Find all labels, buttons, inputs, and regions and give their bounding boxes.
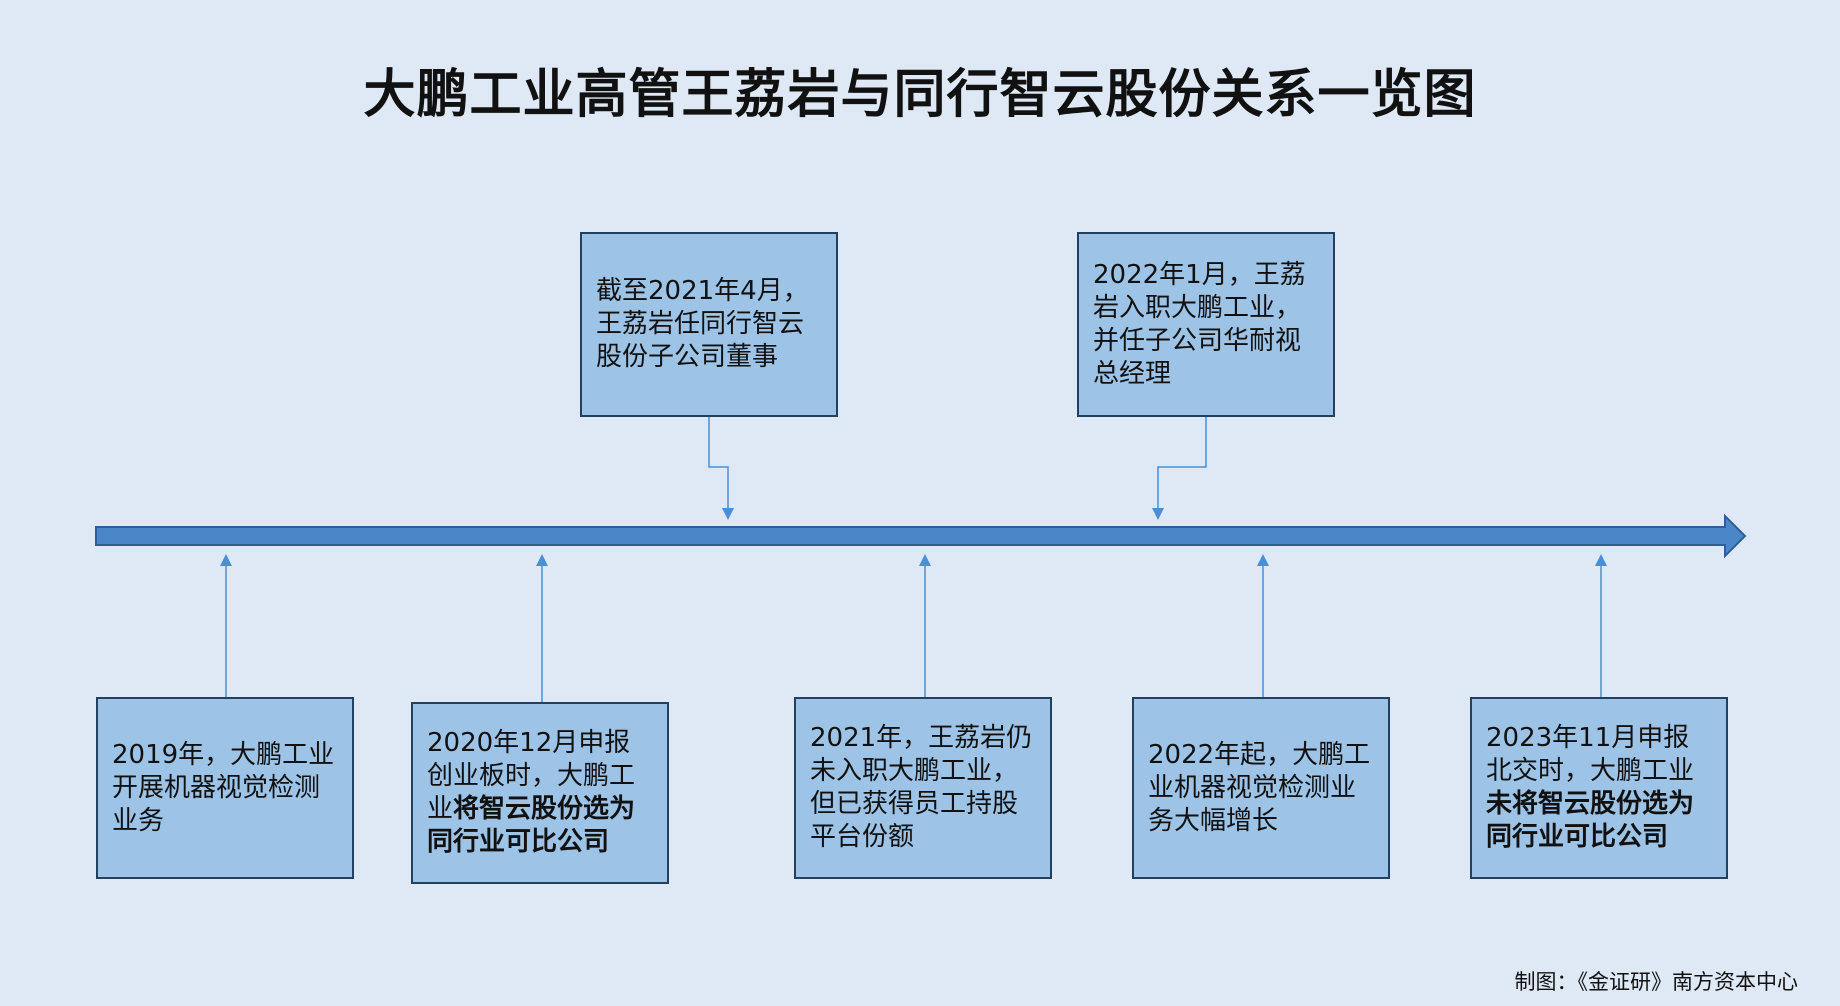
connector-top-2 [1152, 417, 1207, 520]
connector-top-1 [708, 417, 734, 520]
source-credit: 制图：《金证研》南方资本中心 [1514, 970, 1799, 994]
event-box-bottom-4: 2022年起，大鹏工业机器视觉检测业务大幅增长 [1132, 697, 1390, 879]
event-box-bottom-1: 2019年，大鹏工业开展机器视觉检测业务 [96, 697, 354, 879]
event-text-bold: 未将智云股份选为同行业可比公司 [1486, 789, 1695, 852]
event-box-bottom-2: 2020年12月申报创业板时，大鹏工业将智云股份选为同行业可比公司 [411, 702, 669, 884]
event-text-bold: 将智云股份选为同行业可比公司 [427, 794, 636, 857]
event-text: 2022年起，大鹏工业机器视觉检测业务大幅增长 [1148, 739, 1371, 836]
event-text: 2022年1月，王荔岩入职大鹏工业，并任子公司华耐视总经理 [1093, 259, 1306, 389]
page-title: 大鹏工业高管王荔岩与同行智云股份关系一览图 [363, 65, 1477, 125]
event-text: 2021年，王荔岩仍未入职大鹏工业，但已获得员工持股平台份额 [810, 723, 1033, 852]
event-text: 2023年11月申报北交时，大鹏工业 [1486, 723, 1695, 786]
event-box-bottom-3: 2021年，王荔岩仍未入职大鹏工业，但已获得员工持股平台份额 [794, 697, 1052, 879]
timeline-arrow [95, 513, 1747, 559]
event-text: 2019年，大鹏工业开展机器视觉检测业务 [112, 739, 335, 836]
event-box-top-2: 2022年1月，王荔岩入职大鹏工业，并任子公司华耐视总经理 [1077, 232, 1335, 417]
event-text: 截至2021年4月，王荔岩任同行智云股份子公司董事 [596, 276, 809, 372]
event-box-top-1: 截至2021年4月，王荔岩任同行智云股份子公司董事 [580, 232, 838, 417]
event-text: 2020年12月申报创业板时，大鹏工业 [427, 728, 636, 824]
event-box-bottom-5: 2023年11月申报北交时，大鹏工业未将智云股份选为同行业可比公司 [1470, 697, 1728, 879]
